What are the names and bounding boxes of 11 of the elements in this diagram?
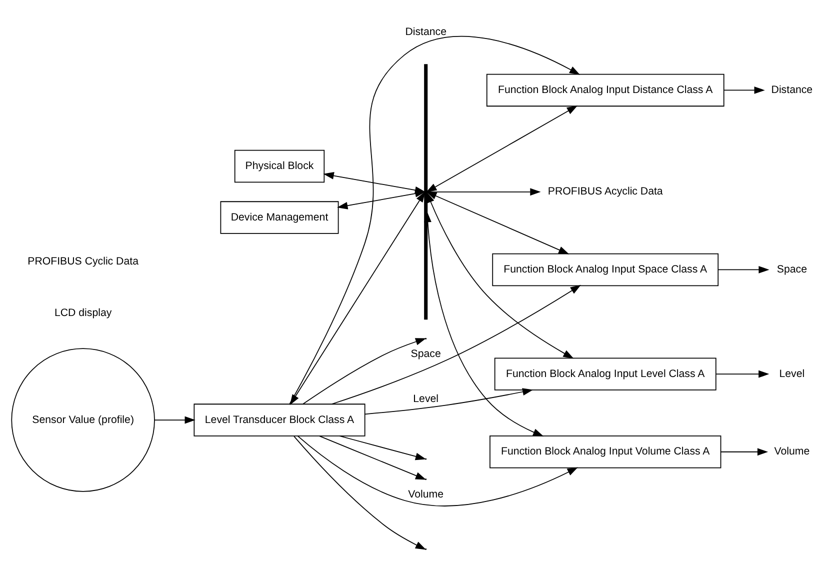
label: PROFIBUS Cyclic Data — [28, 254, 138, 267]
node-text: Level — [779, 367, 805, 380]
edge-label: Level — [413, 392, 439, 404]
node-text: Volume — [774, 445, 810, 458]
node-text: Space — [776, 262, 807, 275]
node-text: Distance — [771, 83, 813, 96]
edge-label: Volume — [408, 488, 444, 500]
node-text: PROFIBUS Acyclic Data — [548, 185, 663, 198]
label: LCD display — [54, 306, 112, 318]
edge-label: Distance — [405, 26, 446, 38]
edge-label: Space — [410, 347, 441, 360]
